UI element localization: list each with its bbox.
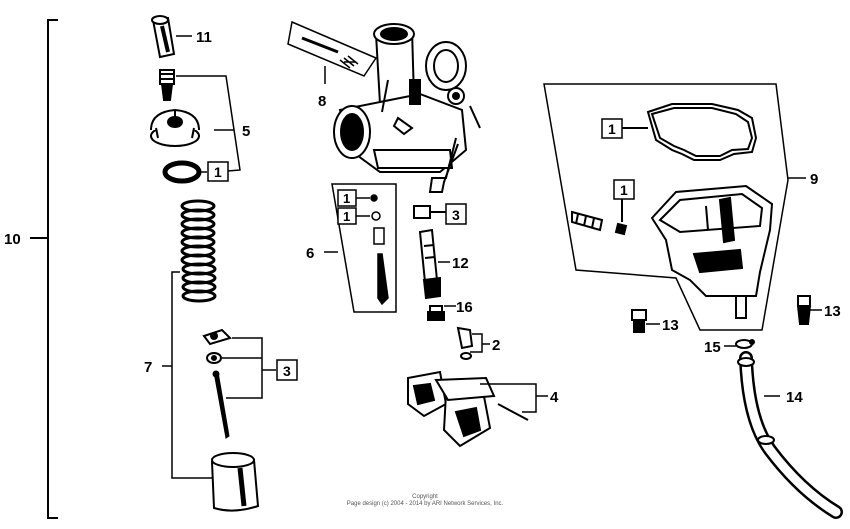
part-4-float bbox=[407, 370, 529, 448]
part-pilot-screw bbox=[413, 205, 446, 219]
boxed-callout-1-oring bbox=[207, 161, 229, 182]
part-5-top-cap bbox=[150, 108, 200, 147]
part-11-cap bbox=[151, 15, 176, 59]
leader-3-clip bbox=[222, 337, 276, 399]
assembly-bracket bbox=[30, 19, 58, 519]
boxed-callout-1-gasket bbox=[601, 118, 623, 139]
part-13-bolt-right bbox=[796, 295, 812, 325]
boxed-callout-1-gasket-label: 1 bbox=[608, 121, 616, 137]
part-jets bbox=[356, 194, 389, 306]
part-drain-screw bbox=[571, 198, 628, 236]
part-8-kit bbox=[287, 20, 378, 84]
part-float-chamber-gasket bbox=[622, 103, 758, 161]
part-oring-small bbox=[162, 160, 202, 184]
callout-11: 11 bbox=[196, 29, 212, 46]
callout-13-right: 13 bbox=[824, 303, 841, 320]
callout-8: 8 bbox=[318, 93, 326, 110]
callout-10: 10 bbox=[4, 231, 21, 248]
callout-2: 2 bbox=[492, 337, 500, 354]
part-jet-needle bbox=[212, 370, 230, 439]
part-13-bolt-left bbox=[631, 309, 647, 333]
part-15-clip bbox=[735, 339, 755, 349]
part-adjuster-screw bbox=[159, 69, 175, 101]
part-float-bowl bbox=[650, 184, 774, 319]
part-16-slow-jet bbox=[427, 305, 445, 321]
copyright-notice: Copyright Page design (c) 2004 - 2014 by… bbox=[0, 494, 850, 508]
boxed-callout-3-screw bbox=[445, 203, 467, 225]
boxed-callout-1-jet-a-label: 1 bbox=[343, 191, 350, 206]
part-14-drain-tube bbox=[737, 351, 843, 519]
part-throttle-spring bbox=[180, 199, 217, 303]
part-9-float-chamber-kit bbox=[543, 83, 806, 331]
copyright-line-2: Page design (c) 2004 - 2014 by ARI Netwo… bbox=[346, 501, 504, 507]
copyright-line-1: Copyright bbox=[412, 494, 438, 500]
boxed-callout-1-screw-label: 1 bbox=[620, 182, 628, 198]
callout-4: 4 bbox=[550, 389, 559, 406]
part-12-needle-jet bbox=[418, 228, 441, 300]
boxed-callout-3-clip-label: 3 bbox=[283, 363, 291, 379]
part-throttle-valve bbox=[210, 452, 260, 512]
boxed-callout-1-screw bbox=[613, 179, 635, 200]
part-needle-clip bbox=[202, 328, 232, 364]
callout-12: 12 bbox=[452, 255, 469, 272]
callout-16: 16 bbox=[456, 299, 473, 316]
leader-4 bbox=[480, 383, 548, 413]
part-2-float-valve bbox=[456, 326, 474, 360]
boxed-callout-1-jet-b-label: 1 bbox=[343, 209, 350, 224]
callout-7: 7 bbox=[144, 359, 152, 376]
callout-9: 9 bbox=[810, 171, 818, 188]
leader-7 bbox=[162, 271, 214, 479]
part-6-jet-kit bbox=[324, 183, 397, 313]
leader-2 bbox=[470, 333, 490, 353]
callout-15: 15 bbox=[704, 339, 721, 356]
boxed-callout-3-screw-label: 3 bbox=[452, 207, 460, 223]
callout-14: 14 bbox=[786, 389, 803, 406]
leader-5 bbox=[176, 75, 241, 173]
boxed-callout-1-oring-label: 1 bbox=[214, 164, 222, 180]
boxed-callout-3-clip bbox=[276, 359, 298, 381]
callout-13-left: 13 bbox=[662, 317, 679, 334]
callout-5: 5 bbox=[242, 123, 250, 140]
callout-6: 6 bbox=[306, 245, 314, 262]
part-carburetor-body bbox=[333, 23, 481, 193]
